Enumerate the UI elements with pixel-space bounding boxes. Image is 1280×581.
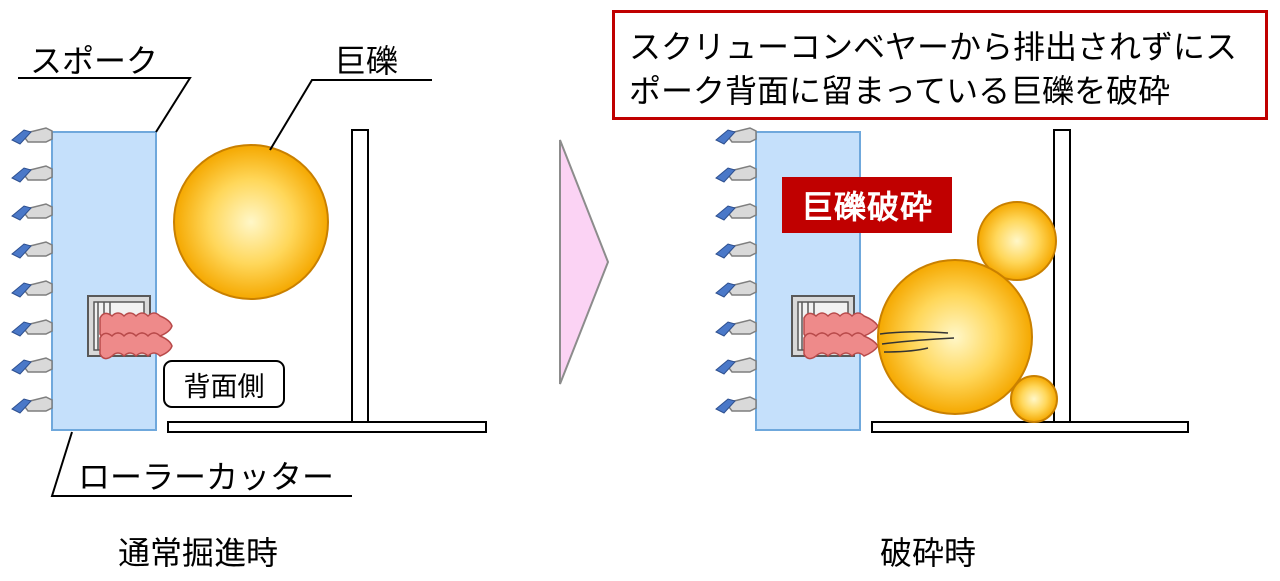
note-line-1: スクリューコンベヤーから排出されずにス [629, 28, 1238, 66]
roller-cutter-icon [715, 165, 757, 183]
boulder-fragment-main [877, 259, 1033, 415]
boulder-label: 巨礫 [334, 42, 399, 80]
boulder-leader-line [269, 79, 432, 151]
boulder-fragment-small [1010, 375, 1058, 423]
roller-cutter-icon [11, 203, 53, 221]
roller-cutter-icon [11, 396, 53, 414]
left-floor [167, 421, 487, 433]
crushing-scene [715, 127, 1189, 433]
roller-cutters-left [11, 127, 53, 414]
jack-bellows-left [99, 312, 173, 360]
spoke-leader-line [18, 77, 192, 133]
boulder-fragment-top [977, 201, 1057, 281]
roller-cutter-icon [715, 127, 757, 145]
note-line-2: ポーク背面に留まっている巨礫を破砕 [629, 72, 1171, 110]
roller-cutter-icon [11, 241, 53, 259]
boulder-crushing-badge: 巨礫破砕 [782, 177, 952, 233]
normal-scene [11, 77, 487, 497]
roller-cutter-icon [715, 319, 757, 337]
caption-crushing: 破砕時 [880, 534, 977, 572]
right-arrow-icon [559, 139, 610, 385]
boulder-left [173, 144, 329, 300]
roller-cutters-right [715, 127, 757, 414]
roller-cutter-icon [715, 280, 757, 298]
roller-cutter-icon [11, 357, 53, 375]
right-wall-vertical [1053, 129, 1071, 423]
roller-cutter-icon [715, 396, 757, 414]
roller-cutter-icon [11, 165, 53, 183]
roller-cutter-icon [11, 127, 53, 145]
roller-cutter-icon [715, 241, 757, 259]
caption-normal: 通常掘進時 [118, 534, 279, 572]
spoke-left [51, 131, 157, 431]
crushing-note: スクリューコンベヤーから排出されずにス ポーク背面に留まっている巨礫を破砕 [612, 10, 1268, 120]
right-floor [871, 421, 1189, 433]
left-wall-vertical [351, 129, 369, 423]
roller-cutter-icon [715, 203, 757, 221]
back-side-label: 背面側 [163, 360, 285, 408]
crack-lines [879, 330, 955, 353]
roller-cutter-icon [11, 319, 53, 337]
roller-cutter-icon [715, 357, 757, 375]
jack-bellows-right [803, 312, 879, 360]
roller-cutter-icon [11, 280, 53, 298]
roller-cutter-leader-line [50, 431, 352, 497]
roller-cutter-label: ローラーカッター [78, 458, 335, 496]
spoke-label: スポーク [30, 42, 159, 80]
